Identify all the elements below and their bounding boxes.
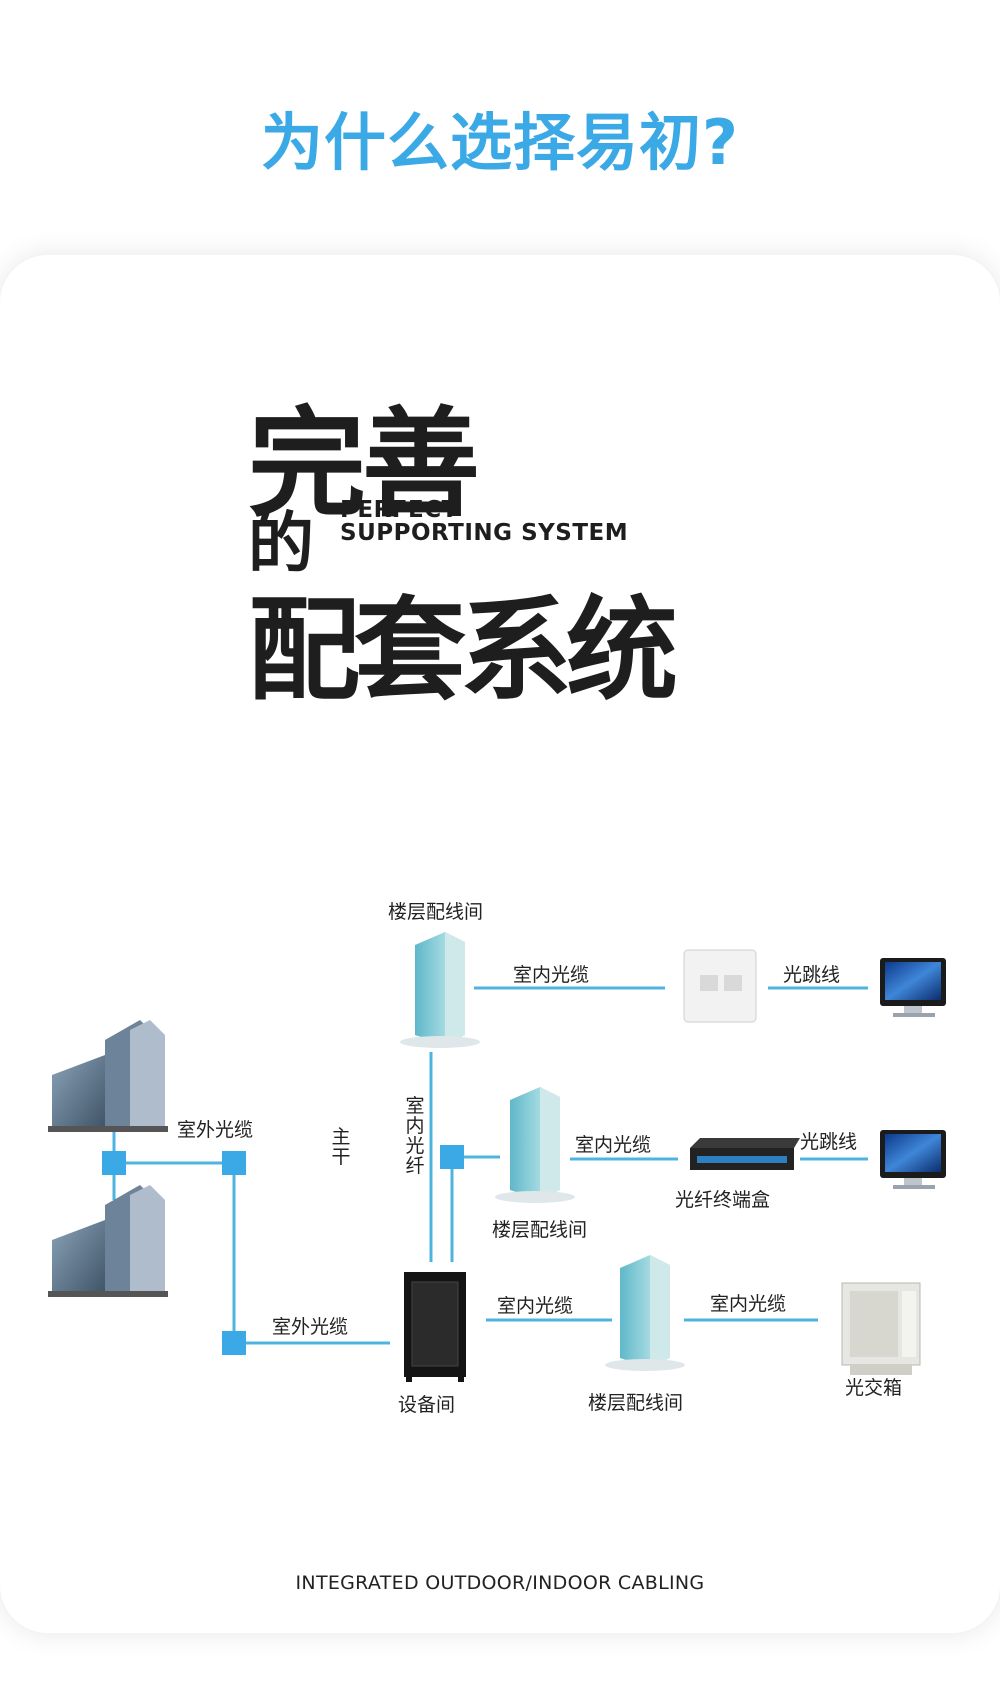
campus-building-icon <box>48 1185 168 1297</box>
label-floor-room-mid: 楼层配线间 <box>492 1219 588 1241</box>
label-indoor-cable-mid: 室内光缆 <box>575 1134 652 1156</box>
label-cross-cabinet: 光交箱 <box>845 1377 903 1399</box>
junction-node <box>440 1145 464 1169</box>
floor-room-building-icon <box>605 1255 685 1371</box>
label-indoor-fiber: 室内光纤 <box>405 1095 425 1177</box>
headline-line2: 的 <box>248 505 314 582</box>
label-indoor-cable-bottom-right: 室内光缆 <box>710 1293 787 1315</box>
headline-line1: 完善 <box>248 395 480 533</box>
campus-building-icon <box>48 1020 168 1132</box>
optical-cross-cabinet-icon <box>841 1282 921 1375</box>
fiber-wall-outlet-icon <box>683 949 757 1023</box>
junction-node <box>222 1331 246 1355</box>
label-floor-room-top: 楼层配线间 <box>388 901 484 923</box>
label-patch-cord-mid: 光跳线 <box>800 1131 858 1153</box>
junction-node <box>222 1151 246 1175</box>
junction-node <box>102 1151 126 1175</box>
label-indoor-cable-top: 室内光缆 <box>513 964 590 986</box>
headline-en-line1: PERFECT <box>340 497 458 523</box>
label-equipment-room: 设备间 <box>398 1394 456 1416</box>
label-fiber-terminal-box: 光纤终端盒 <box>675 1189 771 1211</box>
cable-junctions <box>102 1145 464 1355</box>
content-card <box>0 255 1000 1633</box>
page-title: 为什么选择易初? <box>261 106 739 179</box>
footer-caption: INTEGRATED OUTDOOR/INDOOR CABLING <box>295 1572 705 1594</box>
fiber-terminal-box-icon <box>690 1138 800 1170</box>
headline-en-line2: SUPPORTING SYSTEM <box>340 520 629 546</box>
floor-room-building-icon <box>495 1087 575 1203</box>
floor-room-building-icon <box>400 932 480 1048</box>
cable-lines <box>112 986 868 1345</box>
headline-line3: 配套系统 <box>248 586 678 716</box>
monitor-icon <box>880 958 946 1017</box>
label-outdoor-cable-bottom: 室外光缆 <box>272 1316 349 1338</box>
label-patch-cord-top: 光跳线 <box>783 964 841 986</box>
label-trunk: 主干 <box>331 1126 351 1168</box>
equipment-rack-icon <box>404 1272 466 1382</box>
label-floor-room-bottom: 楼层配线间 <box>588 1392 684 1414</box>
label-indoor-cable-bottom-left: 室内光缆 <box>497 1295 574 1317</box>
label-outdoor-cable-top: 室外光缆 <box>177 1119 254 1141</box>
monitor-icon <box>880 1130 946 1189</box>
